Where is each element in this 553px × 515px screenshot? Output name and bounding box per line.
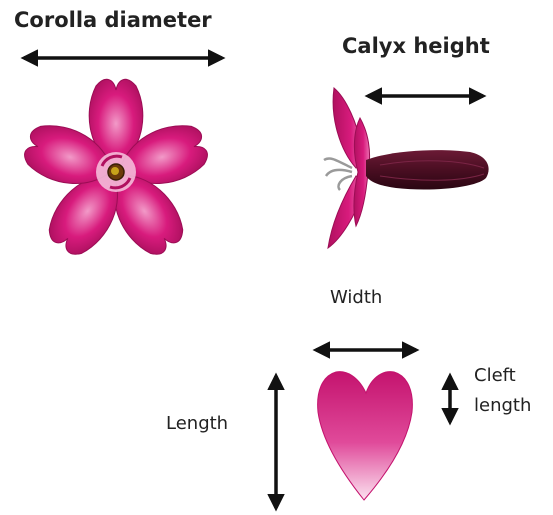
corolla-diameter-label: Corolla diameter xyxy=(14,8,212,32)
calyx-height-label: Calyx height xyxy=(342,34,490,58)
length-label: Length xyxy=(166,414,228,435)
cleft-length-label-line2: length xyxy=(474,396,531,417)
stamen xyxy=(324,158,352,168)
single-petal-heart xyxy=(318,372,413,500)
stamen xyxy=(326,170,352,176)
calyx xyxy=(366,150,489,189)
flower-center-highlight xyxy=(111,167,119,175)
flower-front-view xyxy=(20,79,213,262)
cleft-length-label-line1: Cleft xyxy=(474,366,516,387)
width-label: Width xyxy=(330,288,382,309)
flower-side-view xyxy=(324,88,489,248)
